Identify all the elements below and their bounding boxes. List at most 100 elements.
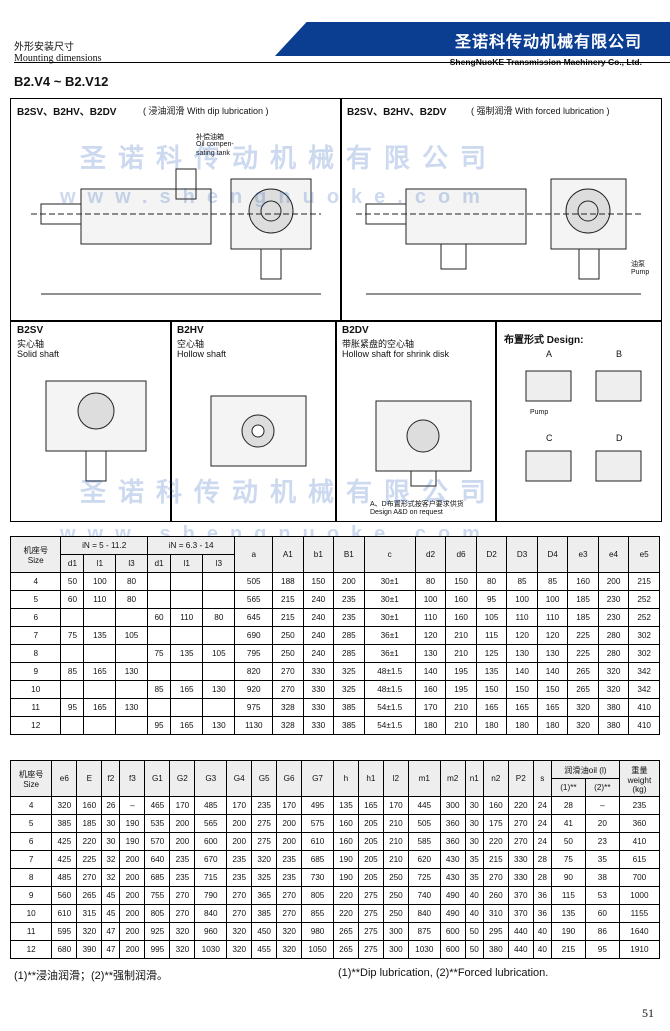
t2-cell: 320 <box>226 922 253 941</box>
t2-cell: 440 <box>507 940 534 959</box>
t1-cell: 225 <box>567 644 599 663</box>
t2-cell: 200 <box>119 886 146 905</box>
t1-cell: 11 <box>9 698 62 717</box>
t1-cell: 215 <box>272 608 304 627</box>
t2-cell: 30 <box>464 832 484 851</box>
t2-cell: 190 <box>119 814 146 833</box>
t2-cell: 220 <box>332 904 359 923</box>
t2-cell: 210 <box>382 832 409 851</box>
t2-cell: 135 <box>550 904 586 923</box>
t1-cell: 215 <box>272 590 304 609</box>
t1-cell: 50 <box>60 572 85 591</box>
t2-cell: 595 <box>51 922 78 941</box>
t2-head-P2: P2 <box>507 760 534 797</box>
t2-cell: 320 <box>251 850 278 869</box>
t1-cell <box>83 608 117 627</box>
shrink-disk-drawing <box>375 400 472 487</box>
t1-head-l1-b: l1 <box>170 554 204 573</box>
t1-cell: 30±1 <box>363 572 416 591</box>
t2-cell: 45 <box>101 904 121 923</box>
t2-cell: 390 <box>76 940 103 959</box>
footnote-zh: (1)**浸油润滑；(2)**强制润滑。 <box>14 970 169 982</box>
t1-cell: 135 <box>475 662 508 681</box>
t2-cell: 30 <box>101 832 121 851</box>
t2-cell: 410 <box>618 832 661 851</box>
t2-cell: 535 <box>144 814 171 833</box>
t1-cell: 320 <box>567 716 599 735</box>
t2-cell: 250 <box>382 904 409 923</box>
t2-cell: 430 <box>439 850 466 869</box>
t2-cell: 790 <box>194 886 228 905</box>
model-range: B2.V4 ~ B2.V12 <box>14 74 109 89</box>
t1-cell <box>170 590 204 609</box>
t2-cell: 30 <box>464 796 484 815</box>
t2-cell: 455 <box>251 940 278 959</box>
t2-head-oil: 润滑油oil (l) <box>550 760 620 779</box>
t1-cell: 120 <box>506 626 538 645</box>
t1-cell: 150 <box>302 572 335 591</box>
t1-cell: 54±1.5 <box>363 716 416 735</box>
t1-cell <box>202 662 236 681</box>
t1-cell: 85 <box>60 662 85 681</box>
t1-cell: 385 <box>333 698 365 717</box>
t1-cell: 325 <box>333 662 365 681</box>
t1-head-l1-a: l1 <box>83 554 117 573</box>
t2-cell: 24 <box>532 796 552 815</box>
t1-head-d1-a: d1 <box>60 554 85 573</box>
shrink-code: B2DV <box>342 325 369 336</box>
t2-cell: 1000 <box>618 886 661 905</box>
t1-cell: 165 <box>536 698 569 717</box>
solid-code: B2SV <box>17 325 44 336</box>
t1-cell: 85 <box>146 680 172 699</box>
t2-cell: 270 <box>482 868 509 887</box>
t2-cell: 570 <box>144 832 171 851</box>
t1-cell: 130 <box>506 644 538 663</box>
t1-cell: 125 <box>475 644 508 663</box>
t2-cell: 385 <box>51 814 78 833</box>
solid-shaft-drawing <box>45 380 147 482</box>
t1-cell <box>83 680 117 699</box>
t1-cell: 165 <box>506 698 538 717</box>
t2-cell: 12 <box>9 940 53 959</box>
t2-cell: 270 <box>226 904 253 923</box>
t1-cell: 235 <box>333 590 365 609</box>
hollow-label-en: Hollow shaft <box>177 349 227 359</box>
t1-cell: 240 <box>302 590 335 609</box>
t2-cell: 270 <box>226 886 253 905</box>
t2-cell: 1050 <box>301 940 334 959</box>
t2-cell: 200 <box>276 832 303 851</box>
t1-cell: 110 <box>83 590 117 609</box>
t1-cell: 330 <box>302 698 335 717</box>
t2-cell: 200 <box>169 832 196 851</box>
t2-cell: 320 <box>276 940 303 959</box>
t1-head-d2: d2 <box>414 536 447 573</box>
t2-cell: 320 <box>169 922 196 941</box>
t1-cell: 140 <box>414 662 447 681</box>
t1-cell <box>60 716 85 735</box>
t2-cell: 485 <box>51 868 78 887</box>
t1-cell: 195 <box>445 680 477 699</box>
t2-cell: 95 <box>584 940 620 959</box>
t1-cell: 80 <box>115 590 148 609</box>
t2-cell: 960 <box>194 922 228 941</box>
t2-cell: 565 <box>194 814 228 833</box>
t1-cell: 565 <box>234 590 274 609</box>
t1-cell: 210 <box>445 644 477 663</box>
t2-cell: 170 <box>276 796 303 815</box>
t2-cell: 855 <box>301 904 334 923</box>
shrink-note-en: Design A&D on request <box>370 509 443 516</box>
t2-cell: 640 <box>144 850 171 869</box>
t1-cell <box>115 680 148 699</box>
t1-head-c: c <box>363 536 416 573</box>
t2-cell: 685 <box>301 850 334 869</box>
page-number: 51 <box>642 1006 654 1020</box>
t2-cell: 23 <box>584 832 620 851</box>
t1-cell: 180 <box>536 716 569 735</box>
t2-cell: 1640 <box>618 922 661 941</box>
t2-cell: 165 <box>357 796 384 815</box>
